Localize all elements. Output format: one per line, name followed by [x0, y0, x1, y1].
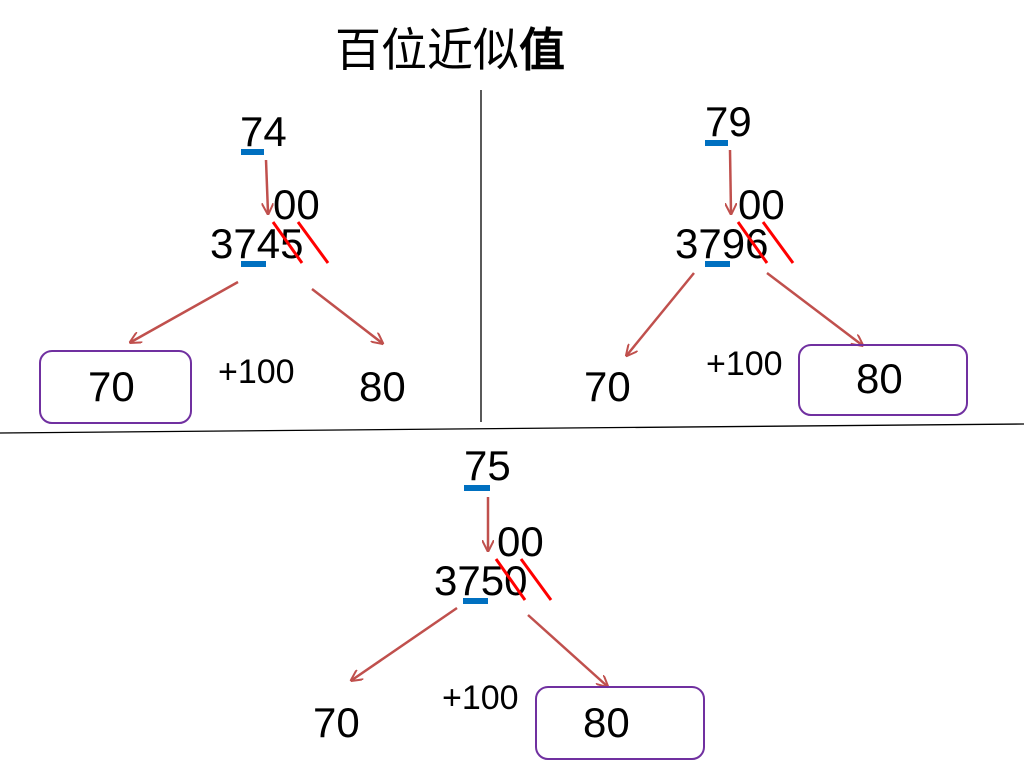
zeros-label: 00	[273, 181, 320, 228]
zeros-label: 00	[738, 181, 785, 228]
right-arrow	[311, 288, 382, 343]
left-arrow	[352, 606, 458, 680]
upper-value: 80	[359, 363, 406, 410]
right-arrow	[766, 272, 862, 345]
top-value: 75	[464, 442, 511, 489]
selected-box	[798, 344, 968, 416]
panel-a: 74 00 3745 70 +100 80	[39, 108, 406, 424]
strike-mark-1	[494, 558, 527, 601]
lower-value: 70	[313, 699, 360, 746]
left-arrow	[627, 272, 695, 355]
down-arrow	[730, 149, 731, 213]
strike-mark-2	[296, 221, 330, 264]
upper-value: 80	[583, 699, 630, 746]
strike-mark-1	[736, 221, 769, 264]
top-value: 79	[705, 98, 752, 145]
right-arrow	[527, 614, 607, 686]
strike-mark-2	[519, 558, 553, 601]
horizontal-divider	[0, 423, 1024, 434]
panel-b: 79 00 3796 80 +100 70	[584, 98, 968, 416]
strike-mark-1	[271, 221, 304, 264]
number-label: 3750	[434, 557, 527, 604]
zeros-label: 00	[497, 518, 544, 565]
selected-box	[39, 350, 192, 424]
top-value: 74	[240, 108, 287, 155]
increment-label: +100	[218, 353, 295, 391]
strike-mark-2	[761, 221, 795, 264]
selected-box	[535, 686, 705, 760]
lower-value: 70	[88, 363, 135, 410]
upper-value: 80	[856, 355, 903, 402]
left-arrow	[131, 280, 239, 342]
down-arrow	[266, 159, 268, 213]
panel-c: 75 00 3750 80 +100 70	[313, 442, 705, 760]
increment-label: +100	[706, 345, 783, 383]
page-title: 百位近似值	[335, 23, 565, 77]
increment-label: +100	[442, 679, 519, 717]
lower-value: 70	[584, 363, 631, 410]
